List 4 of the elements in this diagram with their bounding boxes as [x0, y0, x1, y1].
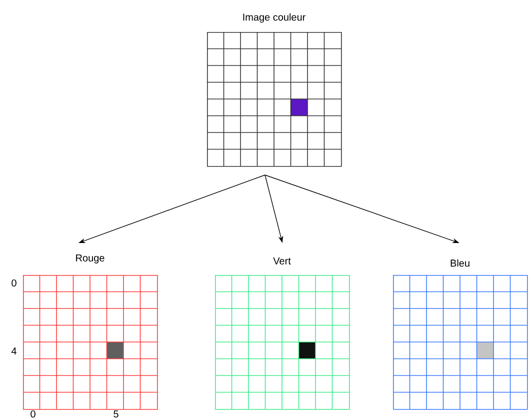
- grid-title: Rouge: [76, 254, 104, 264]
- grid-title: Bleu: [450, 259, 470, 267]
- grid-title: Vert: [273, 258, 291, 264]
- grid-title: Image couleur: [243, 13, 306, 23]
